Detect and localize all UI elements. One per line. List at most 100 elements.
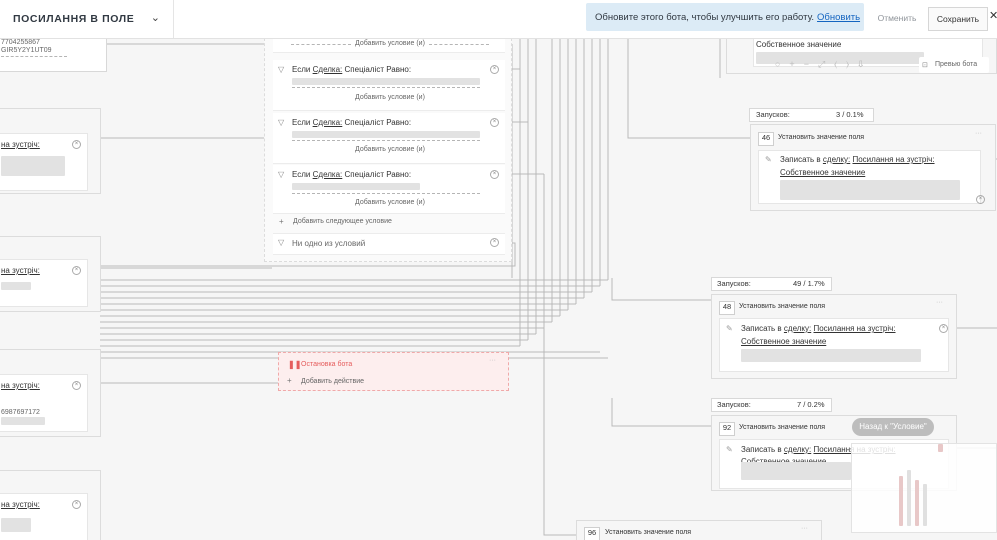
- bot-canvas[interactable]: 7704255867 GIR5Y2Y1UT09 на зустріч: × на…: [0, 38, 997, 540]
- action-title: Установить значение поля: [739, 303, 826, 310]
- redacted-value: [1, 282, 31, 290]
- plus-icon[interactable]: +: [279, 217, 284, 226]
- runs-counter: Запусков: 7 / 0.2%: [711, 398, 832, 412]
- minimap-mark: [907, 470, 911, 526]
- save-button[interactable]: Сохранить: [928, 7, 988, 31]
- write-to-text: Записать в сделку: Посилання на зустріч:: [741, 324, 896, 333]
- delete-icon[interactable]: ×: [976, 195, 985, 204]
- action-card[interactable]: ✎ Записать в сделку: Посилання на зустрі…: [719, 318, 949, 372]
- update-link[interactable]: Обновить: [817, 11, 861, 23]
- preview-bot-button[interactable]: ⊡ Превью бота: [919, 57, 989, 73]
- value-type-label: Собственное значение: [741, 457, 826, 466]
- minimap-mark: [899, 476, 903, 526]
- chevron-down-icon[interactable]: ⌄: [150, 12, 160, 24]
- bot-title: ПОСИЛАННЯ В ПОЛЕ: [13, 13, 135, 25]
- condition-text: Если Сделка: Спеціаліст Равно:: [292, 118, 412, 127]
- add-next-condition-link[interactable]: Добавить следующее условие: [293, 218, 392, 225]
- more-icon[interactable]: ···: [936, 299, 943, 306]
- delete-icon[interactable]: ×: [490, 238, 499, 247]
- add-action-link[interactable]: Добавить действие: [301, 378, 364, 385]
- delete-icon[interactable]: ×: [72, 500, 81, 509]
- back-to-condition-button[interactable]: Назад к "Условие": [852, 418, 934, 436]
- minimap-mark: [915, 480, 919, 526]
- more-icon[interactable]: ···: [801, 525, 808, 532]
- left-node-5[interactable]: на зустріч: ×: [0, 470, 101, 540]
- condition-text: Если Сделка: Спеціаліст Равно:: [292, 170, 412, 179]
- none-of-conditions: Ни одно из условий: [292, 239, 366, 248]
- top-bar: ПОСИЛАННЯ В ПОЛЕ ⌄ Обновите этого бота, …: [0, 0, 997, 39]
- set-field-node-96[interactable]: 96 Установить значение поля ···: [576, 520, 822, 540]
- action-card[interactable]: на зустріч: ×: [0, 259, 88, 307]
- delete-icon[interactable]: ×: [72, 140, 81, 149]
- delete-icon[interactable]: ×: [490, 65, 499, 74]
- condition-row-3[interactable]: ▽ Если Сделка: Спеціаліст Равно: × Добав…: [273, 165, 505, 214]
- redacted-value: [741, 462, 851, 480]
- pause-icon: ❚❚: [288, 360, 302, 369]
- delete-icon[interactable]: ×: [72, 266, 81, 275]
- redacted-value: [780, 180, 960, 200]
- value-type-label: Собственное значение: [756, 40, 842, 49]
- code-text: GIR5Y2Y1UT09: [1, 47, 52, 54]
- left-node-3[interactable]: на зустріч: ×: [0, 236, 101, 312]
- redacted-value: [1, 518, 31, 532]
- plus-icon[interactable]: +: [287, 376, 292, 385]
- redacted-value: [292, 78, 480, 85]
- pencil-icon: ✎: [726, 445, 733, 454]
- action-card[interactable]: на зустріч: × 6987697172: [0, 374, 88, 432]
- delete-icon[interactable]: ×: [939, 324, 948, 333]
- add-condition-link[interactable]: Добавить условие (и): [355, 146, 425, 153]
- action-title: Установить значение поля: [605, 529, 692, 536]
- value-type-label: Собственное значение: [741, 337, 827, 346]
- stop-bot-label: Остановка бота: [301, 361, 353, 368]
- left-node-2[interactable]: на зустріч: ×: [0, 108, 101, 194]
- divider: [1, 56, 67, 57]
- preview-label: Превью бота: [935, 61, 978, 68]
- add-condition-link[interactable]: Добавить условие (и): [355, 199, 425, 206]
- filter-icon: ▽: [278, 65, 285, 74]
- canvas-toolbar-icons[interactable]: ○+−⤢⟨⟩⇩: [775, 59, 873, 69]
- more-icon[interactable]: ···: [975, 130, 982, 137]
- runs-counter: Запусков: 3 / 0.1%: [749, 108, 874, 122]
- divider: [429, 44, 489, 45]
- delete-icon[interactable]: ×: [490, 170, 499, 179]
- action-card[interactable]: на зустріч: ×: [0, 493, 88, 540]
- add-condition-link[interactable]: Добавить условие (и): [355, 94, 425, 101]
- cancel-button[interactable]: Отменить: [877, 13, 917, 23]
- delete-icon[interactable]: ×: [490, 118, 499, 127]
- field-label: на зустріч:: [1, 500, 40, 509]
- redacted-value: [1, 156, 65, 176]
- minimap[interactable]: [851, 443, 997, 533]
- delete-icon[interactable]: ×: [72, 381, 81, 390]
- action-card[interactable]: на зустріч: ×: [0, 133, 88, 191]
- condition-row-2[interactable]: ▽ Если Сделка: Спеціаліст Равно: × Добав…: [273, 113, 505, 164]
- step-number: 92: [719, 422, 735, 436]
- condition-text: Если Сделка: Спеціаліст Равно:: [292, 65, 412, 74]
- condition-row-1[interactable]: ▽ Если Сделка: Спеціаліст Равно: × Добав…: [273, 60, 505, 111]
- set-field-node-0[interactable]: Собственное значение: [726, 38, 997, 74]
- left-node-1[interactable]: 7704255867 GIR5Y2Y1UT09: [0, 38, 107, 72]
- redacted-value: [1, 417, 45, 425]
- action-card[interactable]: ✎ Записать в сделку: Посилання на зустрі…: [758, 150, 981, 204]
- set-field-node-46[interactable]: 46 Установить значение поля ··· ✎ Записа…: [750, 124, 996, 211]
- filter-icon: ▽: [278, 238, 285, 247]
- set-field-node-48[interactable]: 48 Установить значение поля ··· ✎ Записа…: [711, 294, 957, 379]
- add-condition-link[interactable]: Добавить условие (и): [355, 40, 425, 47]
- bot-title-dropdown[interactable]: ПОСИЛАННЯ В ПОЛЕ ⌄: [0, 0, 174, 38]
- field-label: на зустріч:: [1, 140, 40, 149]
- step-number: 48: [719, 301, 735, 315]
- divider: [291, 44, 351, 45]
- left-node-4[interactable]: на зустріч: × 6987697172: [0, 349, 101, 437]
- divider: [292, 87, 480, 88]
- action-title: Установить значение поля: [739, 424, 826, 431]
- redacted-value: [292, 183, 420, 190]
- condition-row-0[interactable]: Добавить условие (и): [273, 38, 505, 53]
- condition-row-else[interactable]: ▽ Ни одно из условий ×: [273, 233, 505, 255]
- update-notice: Обновите этого бота, чтобы улучшить его …: [586, 3, 864, 31]
- close-icon[interactable]: ✕: [989, 10, 997, 22]
- more-icon[interactable]: ···: [489, 357, 496, 364]
- step-number: 96: [584, 527, 600, 540]
- minimap-mark: [938, 444, 943, 452]
- action-card[interactable]: ✎ Записать в сделку: Посилання на зустрі…: [719, 439, 949, 489]
- stop-bot-block[interactable]: ❚❚ Остановка бота ··· + Добавить действи…: [278, 352, 509, 391]
- pencil-icon: ✎: [765, 155, 772, 164]
